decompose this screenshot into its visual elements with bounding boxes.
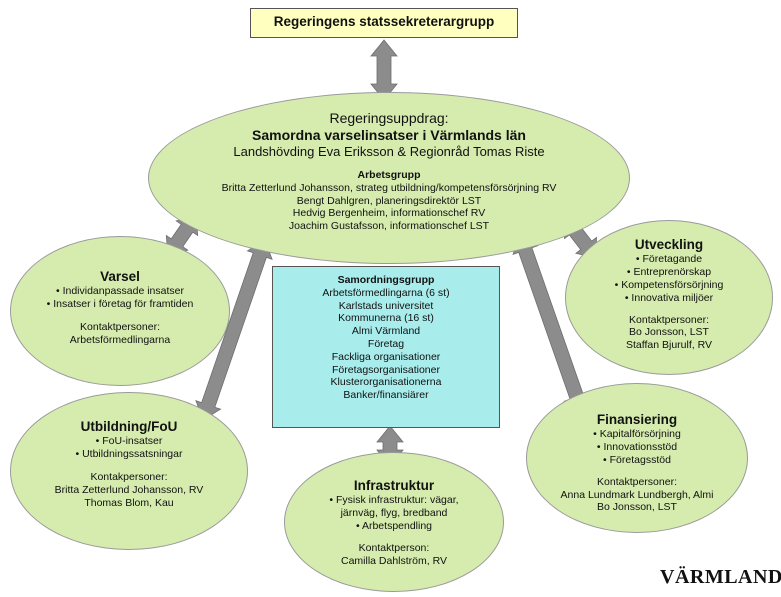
samordning-item: Karlstads universitet: [338, 299, 434, 312]
samordning-item: Arbetsförmedlingarna (6 st): [322, 286, 450, 299]
infrastruktur-ellipse: Infrastruktur • Fysisk infrastruktur: vä…: [284, 452, 504, 592]
utveckling-contact: Bo Jonsson, LST: [629, 326, 709, 339]
work-group-heading: Arbetsgrupp: [357, 169, 421, 182]
central-line1: Regeringsuppdrag:: [329, 110, 449, 126]
varmland-logo: VÄRMLAND: [660, 566, 781, 589]
samordning-item: Klusterorganisationerna: [330, 376, 442, 389]
varsel-title: Varsel: [100, 269, 140, 284]
work-group-member: Bengt Dahlgren, planeringsdirektör LST: [296, 194, 482, 207]
varsel-contact: Arbetsförmedlingarna: [69, 333, 171, 346]
utveckling-contact: Staffan Bjurulf, RV: [626, 339, 712, 352]
central-subtitle: Landshövding Eva Eriksson & Regionråd To…: [233, 144, 545, 160]
infrastruktur-contact-label: Kontaktperson:: [358, 541, 430, 554]
utbildning-bullet: • Utbildningssatsningar: [75, 448, 183, 461]
samordning-heading: Samordningsgrupp: [337, 274, 435, 286]
infrastruktur-bullet: järnväg, flyg, bredband: [340, 507, 448, 520]
work-group-member: Joachim Gustafsson, informationschef LST: [288, 220, 490, 233]
utveckling-bullet: • Kompetensförsörjning: [614, 279, 724, 292]
utbildning-contact: Britta Zetterlund Johansson, RV: [54, 483, 204, 496]
central-title: Samordna varselinsatser i Värmlands län: [252, 127, 526, 144]
samordning-item: Almi Värmland: [351, 325, 421, 338]
infrastruktur-contact: Camilla Dahlström, RV: [341, 554, 447, 567]
samordning-item: Företag: [367, 337, 405, 350]
samordning-box: Samordningsgrupp Arbetsförmedlingarna (6…: [272, 266, 500, 428]
infrastruktur-title: Infrastruktur: [353, 478, 435, 493]
finansiering-ellipse: Finansiering • Kapitalförsörjning • Inno…: [526, 383, 748, 533]
top-box: Regeringens statssekreterargrupp: [250, 8, 518, 38]
utbildning-bullet: • FoU-insatser: [95, 435, 163, 448]
utveckling-bullet: • Innovativa miljöer: [624, 291, 714, 304]
varsel-bullet: • Insatser i företag för framtiden: [46, 298, 194, 311]
finansiering-contact-label: Kontaktpersoner:: [597, 475, 677, 488]
finansiering-bullet: • Kapitalförsörjning: [593, 428, 681, 441]
samordning-item: Företagsorganisationer: [332, 363, 440, 376]
finansiering-contact: Bo Jonsson, LST: [597, 501, 677, 514]
finansiering-title: Finansiering: [596, 412, 678, 427]
varsel-contact-label: Kontaktpersoner:: [80, 321, 160, 334]
varsel-ellipse: Varsel • Individanpassade insatser • Ins…: [10, 236, 230, 386]
utveckling-bullet: • Entreprenörskap: [626, 266, 712, 279]
utbildning-contact-label: Kontakpersoner:: [90, 471, 168, 484]
samordning-item: Banker/finansiärer: [343, 389, 429, 402]
finansiering-bullet: • Innovationsstöd: [596, 441, 678, 454]
work-group-member: Hedvig Bergenheim, informationschef RV: [292, 207, 486, 220]
utveckling-ellipse: Utveckling • Företagande • Entreprenörsk…: [565, 220, 773, 375]
utbildning-contact: Thomas Blom, Kau: [84, 496, 174, 509]
work-group-member: Britta Zetterlund Johansson, strateg utb…: [221, 181, 557, 194]
utbildning-title: Utbildning/FoU: [80, 419, 178, 434]
utveckling-title: Utveckling: [634, 237, 704, 252]
infrastruktur-bullet: • Fysisk infrastruktur: vägar,: [329, 494, 459, 507]
utbildning-ellipse: Utbildning/FoU • FoU-insatser • Utbildni…: [10, 392, 248, 550]
utveckling-contact-label: Kontaktpersoner:: [629, 313, 709, 326]
finansiering-contact: Anna Lundmark Lundbergh, Almi: [560, 488, 714, 501]
infrastruktur-bullet: • Arbetspendling: [355, 520, 433, 533]
samordning-item: Kommunerna (16 st): [338, 312, 434, 325]
varmland-logo-text: VÄRMLAND: [660, 566, 781, 588]
central-ellipse: Regeringsuppdrag: Samordna varselinsatse…: [148, 92, 630, 264]
finansiering-bullet: • Företagsstöd: [603, 454, 671, 467]
samordning-item: Fackliga organisationer: [331, 350, 441, 363]
arrow-top-central: [370, 39, 398, 101]
utveckling-bullet: • Företagande: [635, 253, 703, 266]
top-box-label: Regeringens statssekreterargrupp: [273, 14, 495, 29]
varsel-bullet: • Individanpassade insatser: [55, 285, 184, 298]
